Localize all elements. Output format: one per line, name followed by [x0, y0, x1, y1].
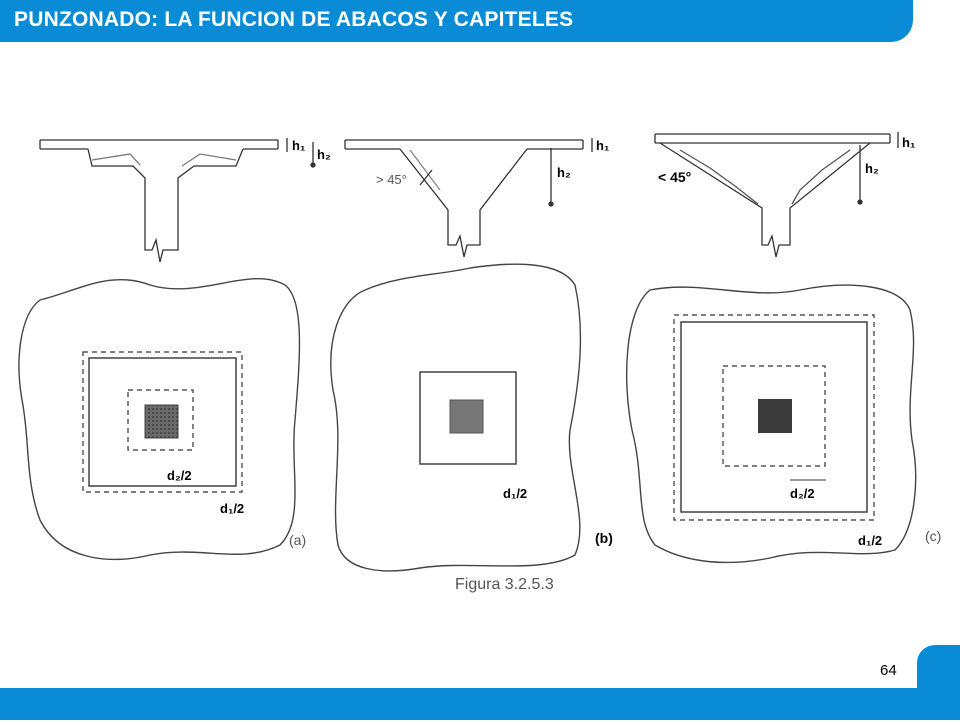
panel-b-label: (b) [595, 530, 613, 546]
panel-b-h2: h₂ [557, 165, 571, 180]
slide-title: PUNZONADO: LA FUNCION DE ABACOS Y CAPITE… [14, 8, 574, 31]
panel-b-angle: > 45° [376, 172, 407, 187]
panel-b-plan [330, 263, 582, 572]
panel-c-inner-dim: d₂/2 [790, 486, 815, 501]
panel-c-plan [626, 284, 917, 564]
page-number: 64 [880, 662, 897, 679]
panel-b-outer-dim: d₁/2 [503, 486, 527, 501]
panel-c-elevation [654, 132, 899, 258]
panel-a-outer-dim: d₁/2 [220, 501, 244, 516]
panel-a-elevation [39, 138, 316, 263]
panel-c-label: (c) [925, 528, 941, 544]
panel-a-inner-dim: d₂/2 [167, 468, 192, 483]
footer-bar [0, 688, 960, 720]
panel-c-outer-dim: d₁/2 [858, 533, 882, 548]
panel-b-elevation [344, 138, 593, 258]
panel-c-h1: h₁ [902, 135, 915, 150]
panel-b-h1: h₁ [596, 138, 609, 153]
title-bar: PUNZONADO: LA FUNCION DE ABACOS Y CAPITE… [0, 0, 913, 42]
panel-a-plan [18, 277, 301, 561]
footer-tab [917, 645, 960, 690]
panel-a-label: (a) [289, 532, 306, 548]
panel-c-angle: < 45° [658, 169, 691, 185]
panel-c-h2: h₂ [865, 161, 879, 176]
panel-a-h1: h₁ [292, 138, 305, 153]
figure-caption: Figura 3.2.5.3 [455, 576, 554, 593]
panel-a-h2: h₂ [317, 147, 331, 162]
